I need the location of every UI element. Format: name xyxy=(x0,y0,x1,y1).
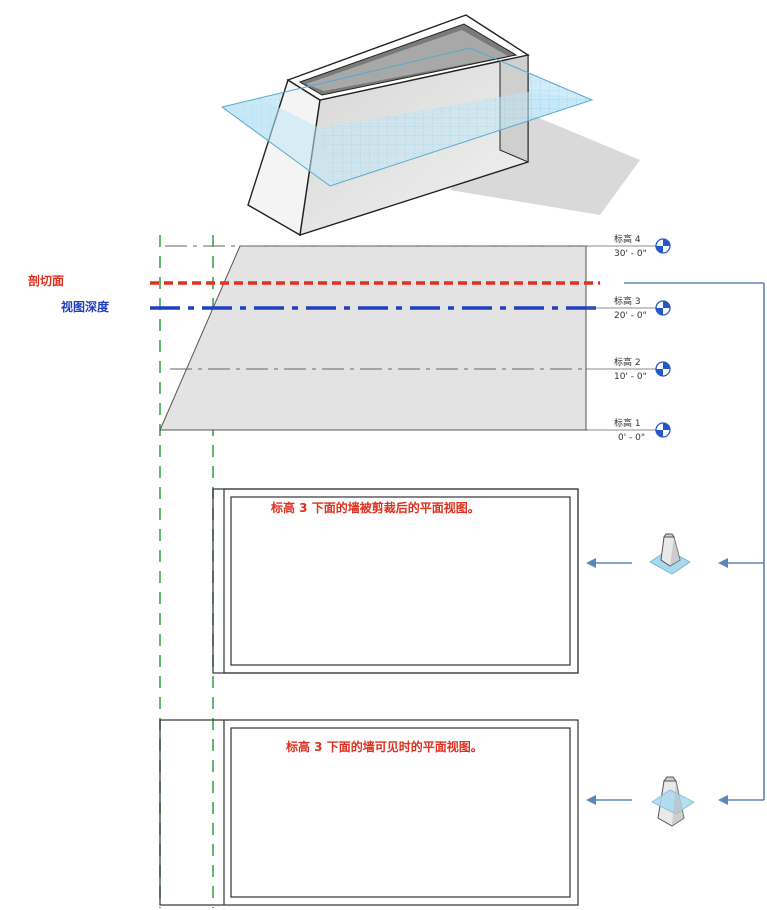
level-tag-4: 标高 4 30' - 0" xyxy=(586,233,671,259)
arrow-left-icon xyxy=(718,558,728,568)
arrow-left-icon xyxy=(586,558,596,568)
level-tag-2: 标高 2 10' - 0" xyxy=(586,356,671,382)
view-depth-label: 视图深度 xyxy=(61,299,110,314)
arrow-left-icon xyxy=(586,795,596,805)
level-tag-3: 标高 3 20' - 0" xyxy=(586,295,671,321)
wall-section-fill xyxy=(159,245,587,431)
plan-view-cropped xyxy=(212,488,579,674)
level-elevation: 20' - 0" xyxy=(614,311,647,321)
level-name: 标高 1 xyxy=(614,417,641,429)
level-name: 标高 4 xyxy=(614,233,641,245)
connector-bracket xyxy=(624,282,765,801)
level-head-icon xyxy=(655,238,671,254)
view-range-icon xyxy=(649,533,691,575)
level-name: 标高 2 xyxy=(614,356,641,368)
plan-view-visible xyxy=(159,719,579,906)
level-head-icon xyxy=(655,300,671,316)
arrow-left-icon xyxy=(718,795,728,805)
level-name: 标高 3 xyxy=(614,295,641,307)
level-tag-1: 标高 1 0' - 0" xyxy=(586,417,671,443)
view-range-icon xyxy=(651,776,695,827)
section-plane-front xyxy=(222,98,330,186)
isometric-wall-model xyxy=(220,14,640,237)
level-head-icon xyxy=(655,361,671,377)
plan-caption-cropped: 标高 3 下面的墙被剪裁后的平面视图。 xyxy=(270,500,480,515)
level-elevation: 0' - 0" xyxy=(618,433,645,443)
level-elevation: 10' - 0" xyxy=(614,372,647,382)
section-elevation xyxy=(150,245,600,431)
cut-plane-label: 剖切面 xyxy=(28,273,64,288)
level-head-icon xyxy=(655,422,671,438)
plan-caption-visible: 标高 3 下面的墙可见时的平面视图。 xyxy=(285,739,483,754)
level-elevation: 30' - 0" xyxy=(614,249,647,259)
